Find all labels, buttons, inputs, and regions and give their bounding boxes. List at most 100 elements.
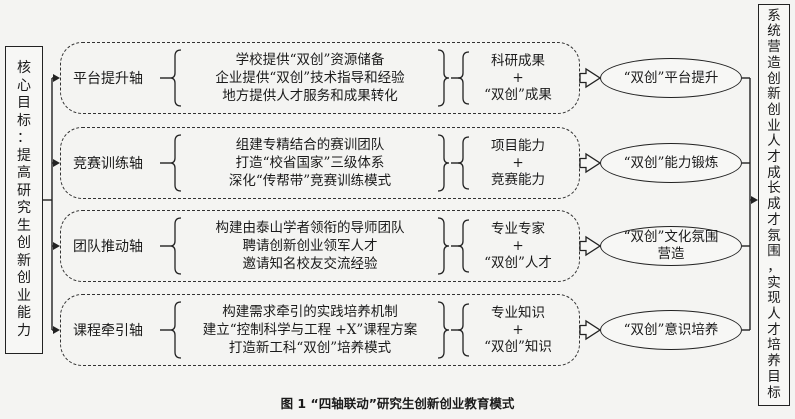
row-entry-arrowhead — [53, 159, 60, 167]
result-item: “双创”人才 — [484, 254, 552, 271]
row-entry-arrowhead — [53, 242, 60, 250]
plus-sign: + — [512, 69, 524, 86]
final-goal-char: 现 — [767, 290, 781, 307]
measure-item: 企业提供“双创”技术指导和经验 — [215, 70, 405, 86]
measures-left-brace — [169, 49, 182, 107]
outcome-block-arrow — [579, 319, 602, 341]
final-goal-char: 目 — [767, 368, 781, 385]
final-goal-box: 系统营造创新创业人才成长成才氛围，实现人才培养目标 — [758, 4, 790, 406]
core-goal-char: 研 — [17, 182, 31, 199]
outcome-line: “双创”意识培养 — [623, 321, 719, 338]
results-block: 项目能力+竞赛能力 — [466, 133, 570, 193]
final-goal-char: 业 — [767, 117, 781, 134]
final-goal-char: 新 — [767, 86, 781, 103]
final-goal-char: 养 — [767, 353, 781, 370]
final-goal-char: 创 — [767, 101, 781, 118]
core-goal-char: ： — [17, 130, 31, 146]
final-goal-char: 培 — [767, 337, 781, 354]
core-goal-char: 目 — [17, 95, 31, 111]
result-item: 项目能力 — [491, 137, 545, 154]
measure-item: 邀请知名校友交流经验 — [242, 256, 378, 272]
final-goal-char: 才 — [767, 211, 781, 228]
core-goal-char: 标 — [17, 112, 31, 129]
measure-item: 打造“校省国家”三级体系 — [235, 155, 385, 171]
core-goal-char: 新 — [17, 252, 31, 269]
outcome-line: “双创”能力锻炼 — [623, 154, 719, 171]
axis-label: 课程牵引轴 — [73, 323, 143, 339]
final-goal-char: 人 — [767, 133, 781, 150]
outcome-line: “双创”文化氛围 — [623, 229, 719, 245]
axis-row-frame — [60, 42, 580, 114]
measures-right-brace — [437, 217, 450, 275]
outcome-oval — [600, 226, 742, 266]
final-goal-char: 人 — [767, 306, 781, 323]
outcome-line: 营造 — [657, 246, 685, 262]
results-left-brace — [457, 303, 470, 357]
measure-item: 地方提供人才服务和成果转化 — [222, 88, 398, 104]
measure-item: 深化“传帮带”竞赛训练模式 — [228, 173, 392, 189]
measures-right-brace — [437, 49, 450, 107]
final-goal-char: 实 — [767, 274, 781, 291]
final-goal-char: ， — [767, 258, 781, 275]
final-goal-char: 标 — [767, 384, 781, 401]
outcome-oval — [600, 310, 742, 350]
measures-right-brace — [437, 301, 450, 359]
measure-item: 构建由泰山学者领衔的导师团队 — [215, 220, 405, 236]
results-block: 专业专家+“双创”人才 — [466, 216, 570, 276]
core-goal-char: 核 — [17, 60, 31, 76]
final-goal-char: 营 — [767, 39, 781, 56]
measure-item: 建立“控制科学与工程 +X”课程方案 — [202, 322, 418, 338]
outcome-oval — [600, 143, 742, 183]
row-entry-arrowhead — [53, 74, 60, 82]
outcome-oval — [600, 58, 742, 98]
axis-label: 团队推动轴 — [73, 239, 143, 255]
figure-caption: 图 1 “四轴联动”研究生创新创业教育模式 — [280, 396, 515, 411]
result-item: 竞赛能力 — [491, 171, 545, 188]
result-item: 专业专家 — [491, 220, 545, 237]
measures-left-brace — [169, 301, 182, 359]
final-goal-char: 造 — [767, 54, 781, 71]
measures-block: 构建需求牵引的实践培养机制建立“控制科学与工程 +X”课程方案打造新工科“双创”… — [182, 298, 438, 362]
measures-block: 学校提供“双创”资源储备企业提供“双创”技术指导和经验地方提供人才服务和成果转化 — [182, 46, 438, 110]
core-goal-char: 创 — [17, 235, 31, 251]
measures-block: 构建由泰山学者领衔的导师团队聘请创新创业领军人才邀请知名校友交流经验 — [182, 214, 438, 278]
measures-left-brace — [169, 217, 182, 275]
results-block: 科研成果+“双创”成果 — [466, 48, 570, 108]
core-goal-char: 心 — [17, 77, 31, 94]
final-goal-char: 成 — [767, 164, 781, 181]
final-goal-char: 统 — [767, 23, 781, 40]
row-entry-arrowhead — [53, 326, 60, 334]
core-goal-char: 生 — [17, 217, 31, 234]
core-goal-char: 究 — [17, 200, 31, 216]
axis-row-frame — [60, 127, 580, 199]
result-item: 科研成果 — [491, 52, 545, 69]
axis-label: 竞赛训练轴 — [73, 156, 143, 172]
measure-item: 构建需求牵引的实践培养机制 — [222, 304, 398, 320]
axis-row-frame — [60, 294, 580, 366]
plus-sign: + — [512, 321, 524, 338]
measures-right-brace — [437, 134, 450, 192]
result-item: “双创”知识 — [484, 338, 552, 355]
final-goal-arrowhead — [751, 196, 758, 204]
outcome-block-arrow — [579, 235, 602, 257]
outcome-block-arrow — [579, 152, 602, 174]
outcome-text: “双创”意识培养 — [600, 310, 742, 350]
core-goal-char: 高 — [17, 165, 31, 181]
axis-label: 平台提升轴 — [73, 71, 143, 87]
results-left-brace — [457, 136, 470, 190]
final-goal-char: 才 — [767, 321, 781, 338]
measure-item: 打造新工科“双创”培养模式 — [228, 340, 392, 356]
final-goal-char: 成 — [767, 196, 781, 213]
core-goal-char: 力 — [17, 322, 31, 339]
final-goal-char: 创 — [767, 70, 781, 87]
final-goal-char: 系 — [767, 7, 781, 24]
final-goal-char: 氛 — [767, 227, 781, 244]
results-left-brace — [457, 51, 470, 105]
final-goal-char: 长 — [767, 180, 781, 197]
core-goal-char: 能 — [17, 305, 31, 321]
outcome-text: “双创”平台提升 — [600, 58, 742, 98]
measure-item: 聘请创新创业领军人才 — [242, 238, 378, 254]
measures-block: 组建专精结合的赛训团队打造“校省国家”三级体系深化“传帮带”竞赛训练模式 — [182, 131, 438, 195]
